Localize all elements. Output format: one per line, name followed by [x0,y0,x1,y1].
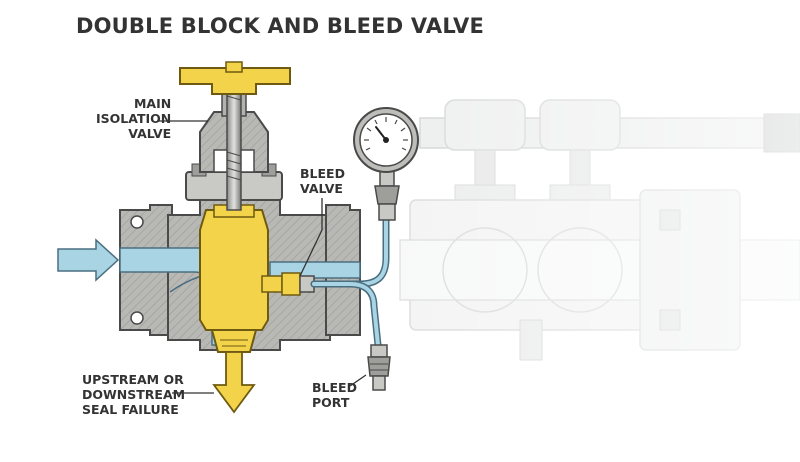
leader-lines [158,120,367,394]
bleed-valve [261,272,315,296]
label-line: BLEED [312,380,357,395]
label-line: DOWNSTREAM [82,387,186,402]
seal-gate [199,204,269,414]
label-main-isolation-valve: MAIN ISOLATION VALVE [96,96,171,141]
label-line: PORT [312,395,350,410]
bleed-port-fitting [367,344,391,391]
bonnet-assembly [185,69,283,211]
handwheel-icon [179,61,291,95]
pressure-gauge-icon [353,107,419,221]
label-line: SEAL FAILURE [82,402,179,417]
label-line: VALVE [128,126,172,141]
bleed-tubing [310,214,390,349]
label-line: BLEED [300,166,345,181]
diagram-title: DOUBLE BLOCK AND BLEED VALVE [76,14,485,38]
label-bleed-valve: BLEED VALVE [300,166,345,196]
label-line: ISOLATION [96,111,172,126]
label-line: VALVE [300,181,343,196]
label-seal-failure: UPSTREAM OR DOWNSTREAM SEAL FAILURE [82,372,185,417]
label-line: MAIN [133,96,172,111]
label-line: UPSTREAM OR [82,372,184,387]
label-bleed-port: BLEED PORT [312,380,357,410]
flow-arrow-icon [57,238,120,282]
